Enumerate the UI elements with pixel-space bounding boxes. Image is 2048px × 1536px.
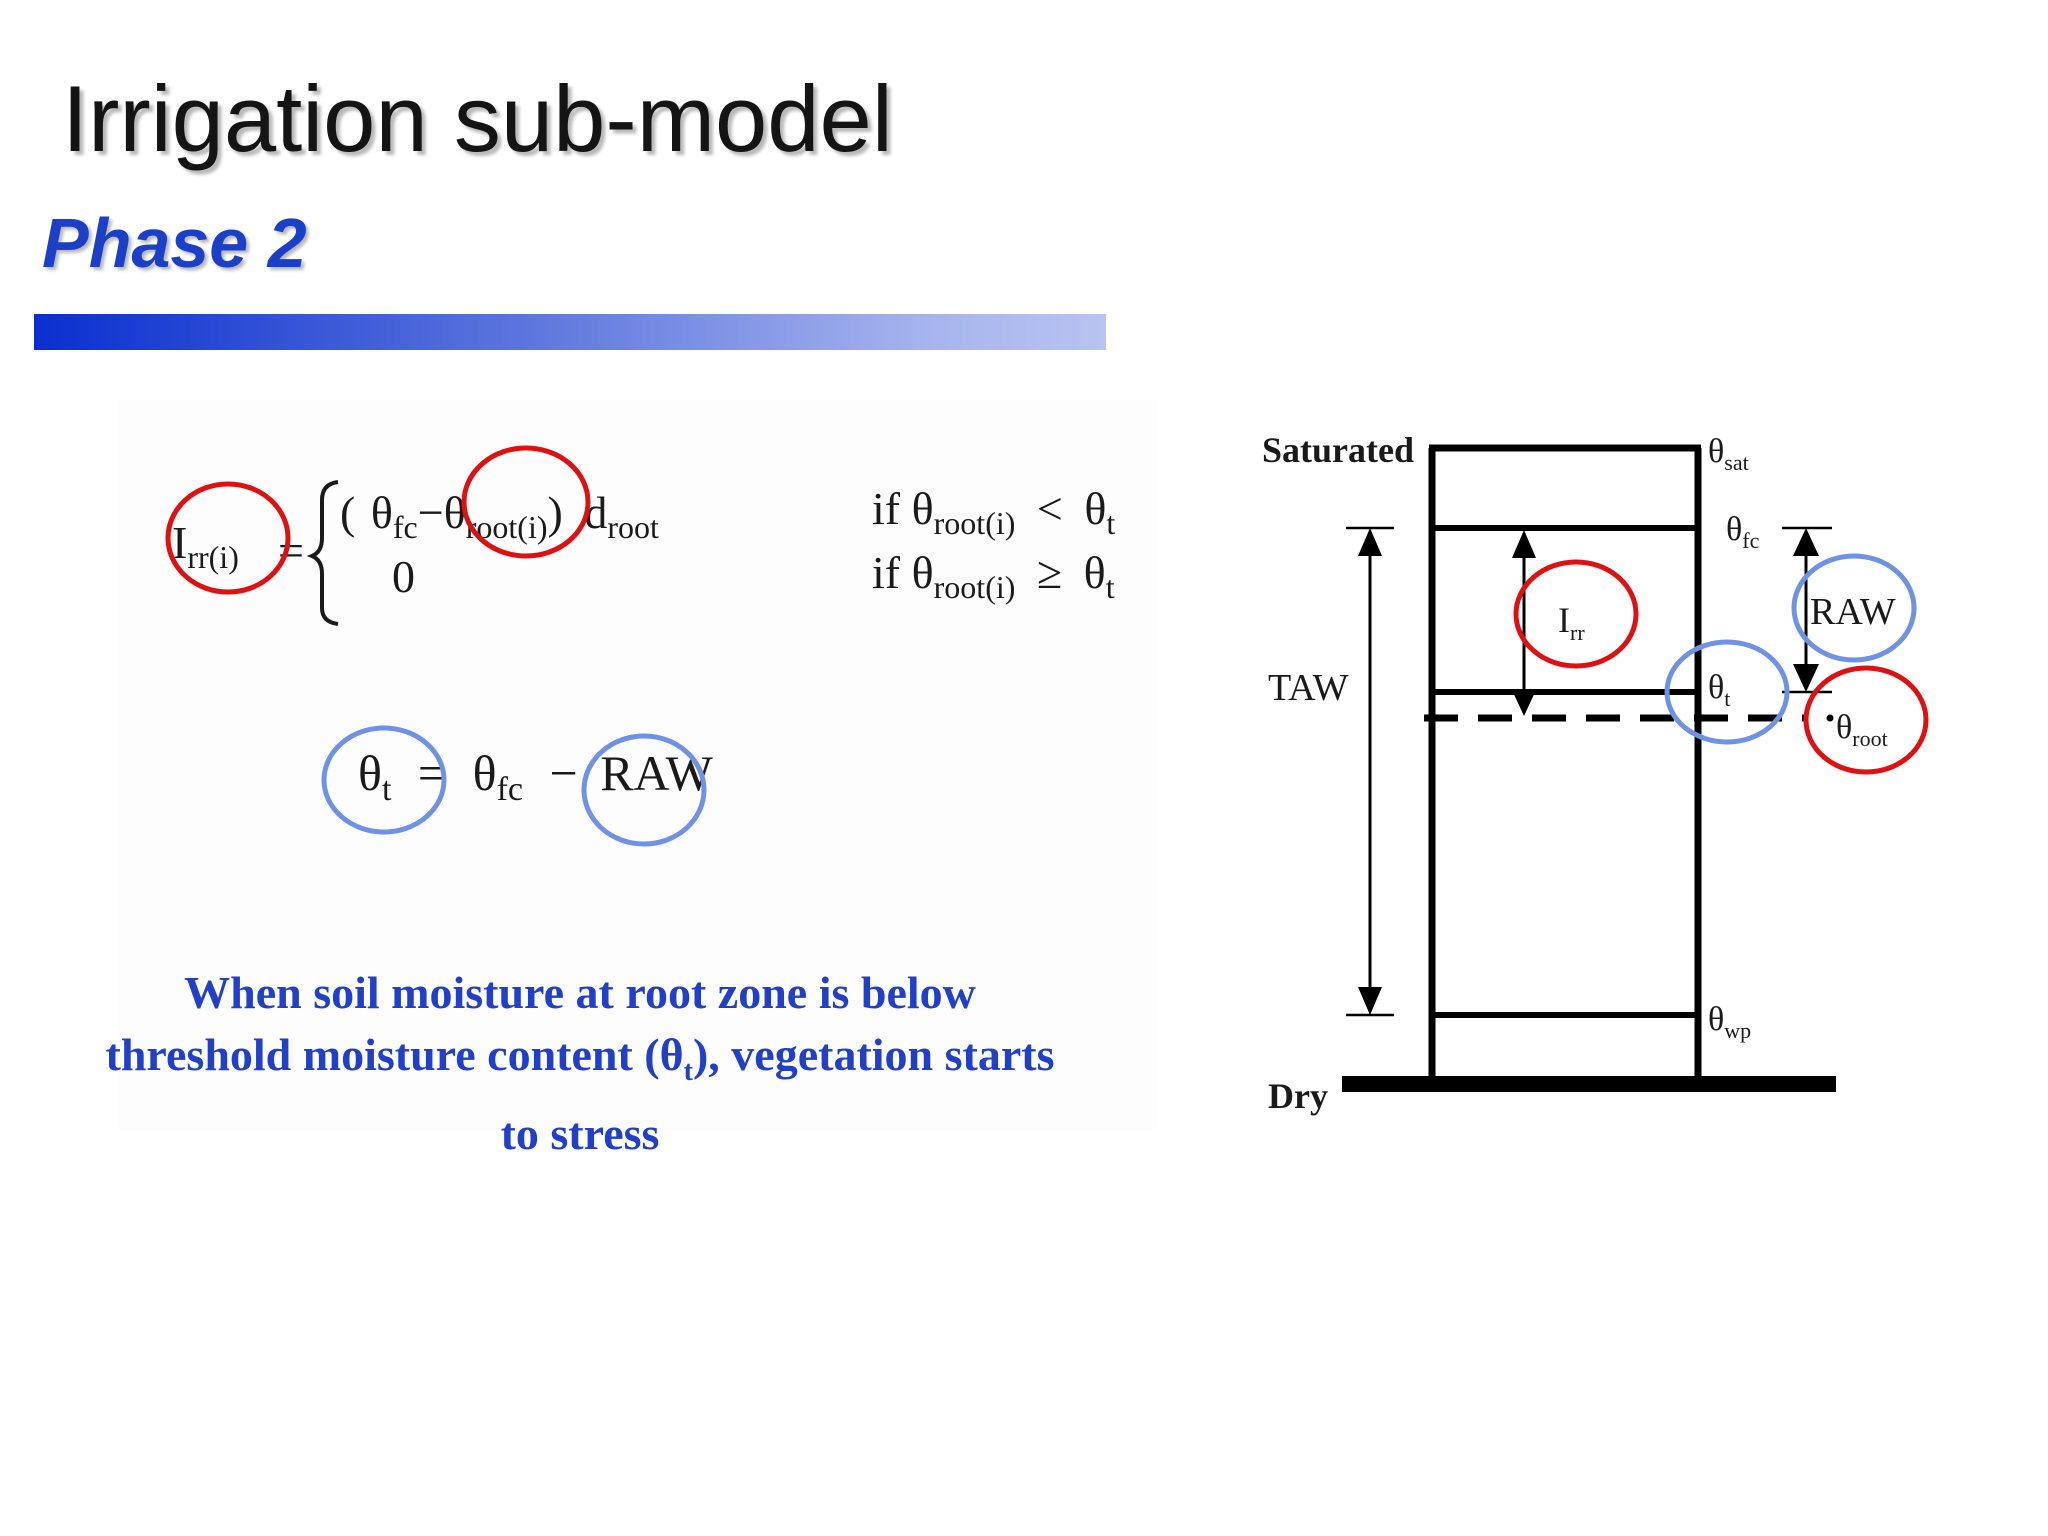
eq1-case1-close: )	[547, 487, 562, 538]
diagram-theta-t-blue-circle	[1664, 639, 1790, 745]
svg-text:( θfc−θroot(i)) dr: ( θfc−θroot(i)) droot	[340, 487, 659, 545]
svg-text:θt: θt	[1708, 669, 1730, 711]
svg-text:if θroot(i) < θt: if θroot(i) < θt	[872, 483, 1115, 544]
theta-t-highlight-circle	[321, 725, 447, 835]
label-root-sub: root	[1852, 726, 1887, 751]
threshold-equation: θt = θfc − RAW	[321, 725, 714, 847]
eq1-lhs-sub: rr(i)	[187, 539, 239, 575]
eq1-case1-d-sub: root	[607, 509, 659, 545]
irr-arrow-head-down	[1512, 690, 1536, 716]
irrigation-equation: Irr(i) = ( θfc−θroot(i)) droot 0 if θroo…	[165, 445, 1115, 626]
eq1-case1-fc-sub: fc	[393, 509, 418, 545]
eq1-cond1-t-sub: t	[1106, 505, 1115, 541]
eq1-cond2-t-sub: t	[1106, 569, 1115, 605]
label-dry: Dry	[1268, 1076, 1328, 1116]
irr-highlight-circle	[165, 481, 291, 595]
svg-text:θt = θfc −: θt = θfc − RAW	[358, 745, 714, 811]
note-line-1: When soil moisture at root zone is below	[184, 967, 976, 1018]
label-taw: TAW	[1268, 667, 1349, 709]
root-label-marker-dot	[1826, 714, 1834, 722]
eq1-equals: =	[278, 525, 304, 576]
label-theta-sat: θ	[1708, 433, 1724, 470]
equation-panel	[118, 400, 1158, 1130]
eq2-theta-fc: θ	[473, 745, 497, 801]
label-raw: RAW	[1810, 591, 1896, 633]
label-fc-sub: fc	[1742, 528, 1759, 553]
label-theta-wp: θ	[1708, 1001, 1724, 1038]
piecewise-brace	[306, 480, 339, 626]
label-theta-t: θ	[1708, 669, 1724, 706]
label-wp-sub: wp	[1724, 1018, 1751, 1043]
eq1-cond1-op: <	[1037, 483, 1063, 534]
taw-arrow-head-up	[1358, 528, 1382, 556]
svg-text:θwp: θwp	[1708, 1001, 1751, 1043]
label-saturated: Saturated	[1262, 430, 1414, 470]
note-line-2: threshold moisture content (θt), vegetat…	[34, 1024, 1126, 1103]
dry-base-bar	[1342, 1076, 1836, 1092]
raw-arrow-head-up	[1793, 528, 1819, 556]
svg-text:θsat: θsat	[1708, 433, 1749, 475]
eq1-case1-minus: −	[418, 487, 444, 538]
diagram-theta-root-red-circle	[1803, 665, 1929, 775]
soil-moisture-diagram: Saturated Dry TAW RAW Irr θsat θfc θt θr…	[1262, 430, 1929, 1116]
eq2-minus: −	[549, 745, 577, 801]
title-underline-bar	[34, 314, 1106, 350]
eq1-case1-theta-fc: θ	[371, 487, 393, 538]
eq2-raw: RAW	[600, 745, 713, 801]
eq1-cond1-if: if θ	[872, 483, 934, 534]
svg-text:θfc: θfc	[1726, 511, 1760, 553]
eq2-t-sub: t	[382, 771, 392, 808]
eq1-cond1-sub: root(i)	[934, 505, 1016, 541]
label-theta-root: θ	[1836, 709, 1852, 746]
raw-arrow-head-down	[1793, 664, 1819, 692]
eq1-cond2-if: if θ	[872, 547, 934, 598]
label-irr: I	[1558, 600, 1570, 640]
label-irr-sub: rr	[1570, 620, 1585, 645]
eq1-case1-open: (	[340, 487, 355, 538]
note-line-2-before: threshold moisture content (θ	[105, 1029, 684, 1080]
note-line-2-after: ), vegetation starts	[692, 1029, 1055, 1080]
eq1-cond2-theta: θ	[1084, 547, 1106, 598]
label-sat-sub: sat	[1724, 450, 1748, 475]
svg-text:if θroot(i) ≥ θt: if θroot(i) ≥ θt	[872, 547, 1115, 608]
eq1-cond2-sub: root(i)	[934, 569, 1016, 605]
irr-arrow-head-up	[1512, 530, 1536, 558]
eq2-theta: θ	[358, 745, 382, 801]
eq2-fc-sub: fc	[497, 771, 523, 808]
diagram-raw-blue-circle	[1791, 553, 1917, 663]
eq1-case1-theta-root: θ	[444, 487, 466, 538]
theta-root-highlight-circle	[461, 445, 591, 559]
eq1-cond1-theta: θ	[1084, 483, 1106, 534]
slide-subtitle: Phase 2	[42, 204, 307, 282]
note-line-2-sub: t	[683, 1056, 693, 1088]
svg-text:Irr(i): Irr(i)	[172, 517, 239, 575]
note-line-3: to stress	[500, 1108, 660, 1160]
svg-text:θroot: θroot	[1836, 709, 1888, 751]
taw-arrow-head-down	[1358, 987, 1382, 1015]
eq1-cond2-op: ≥	[1037, 547, 1062, 598]
eq1-lhs: I	[172, 517, 187, 568]
raw-highlight-circle	[581, 733, 707, 847]
label-t-sub: t	[1724, 686, 1730, 711]
eq1-case2-value: 0	[392, 551, 415, 602]
explanation-note: When soil moisture at root zone is below…	[34, 962, 1126, 1165]
svg-text:Irr: Irr	[1558, 600, 1585, 645]
slide-title: Irrigation sub-model	[62, 66, 893, 171]
label-theta-fc: θ	[1726, 511, 1742, 548]
diagram-irr-red-circle	[1513, 559, 1639, 669]
